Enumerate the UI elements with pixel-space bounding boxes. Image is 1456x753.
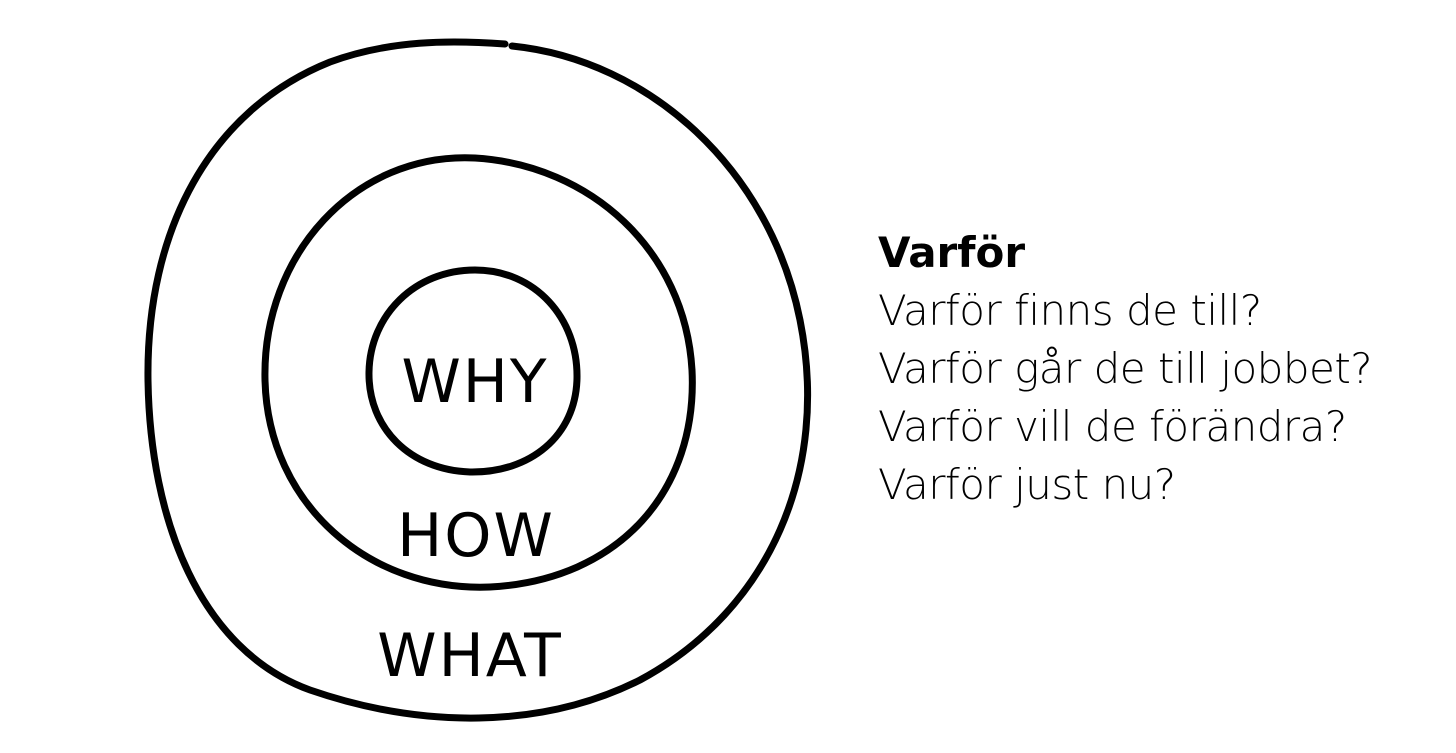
how-label: HOW <box>397 501 555 571</box>
question-item: Varför finns de till? <box>878 286 1262 335</box>
question-list: Varför finns de till? Varför går de till… <box>878 282 1448 514</box>
why-questions-panel: Varför Varför finns de till? Varför går … <box>878 224 1448 514</box>
why-label: WHY <box>401 347 548 417</box>
what-label: WHAT <box>377 621 562 691</box>
question-item: Varför går de till jobbet? <box>878 344 1373 393</box>
question-item: Varför vill de förändra? <box>878 402 1347 451</box>
panel-heading: Varför <box>878 228 1026 277</box>
golden-circle-diagram: WHY HOW WHAT <box>144 38 812 722</box>
question-item: Varför just nu? <box>878 460 1176 509</box>
inner-ring <box>365 266 581 476</box>
middle-ring <box>261 154 696 591</box>
outer-ring <box>144 38 812 722</box>
